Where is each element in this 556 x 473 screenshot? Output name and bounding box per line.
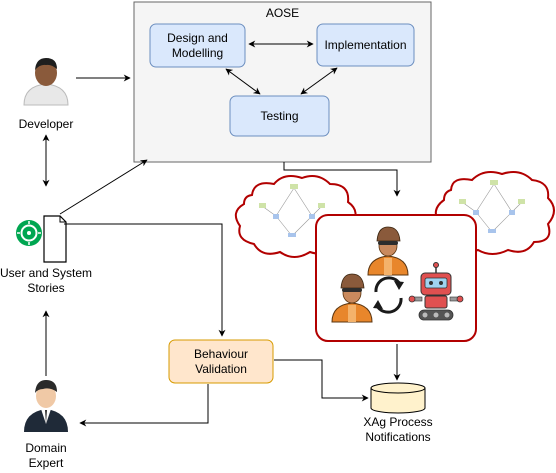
testing-label: Testing [260, 108, 299, 123]
arrow-implementation-testing [300, 67, 338, 95]
arrow-aose-agents [283, 162, 401, 197]
cycle-arrowhead-top [394, 281, 404, 290]
arrow-stories-aose [59, 159, 148, 215]
stories-label: User and System Stories [0, 266, 92, 296]
database-icon [370, 382, 426, 414]
worker-top-icon [367, 226, 409, 276]
notifications-line2: Notifications [365, 430, 431, 444]
design-label-line1: Design and [167, 30, 228, 45]
validation-label-line2: Validation [195, 361, 247, 376]
arrow-validation-expert [79, 384, 209, 427]
external-arrows [42, 74, 401, 427]
stories-label-line1: User and System [0, 266, 93, 280]
domain-expert-label: Domain Expert [6, 441, 86, 471]
businessman-icon [24, 380, 68, 432]
aose-title: AOSE [265, 6, 300, 20]
cycle-arrowhead-bottom [373, 300, 383, 309]
behaviour-validation-box [168, 339, 274, 384]
domain-expert-line2: Expert [28, 456, 64, 470]
human-robot-agents-icon [331, 226, 464, 323]
arrow-validation-database [274, 359, 369, 402]
developer-person-icon [23, 58, 69, 106]
worker-bottom-icon [331, 273, 373, 323]
cycle-arrows-icon [374, 276, 403, 314]
behaviour-validation-label: Behaviour Validation [169, 340, 273, 383]
arrow-design-testing [225, 68, 261, 95]
implementation-box [316, 23, 415, 67]
testing-box [229, 95, 330, 137]
arrow-stories-validation [64, 223, 226, 337]
validation-label-line1: Behaviour [193, 346, 249, 361]
design-modelling-box [149, 23, 246, 68]
design-modelling-label: Design and Modelling [150, 24, 245, 67]
implementation-label: Implementation [324, 37, 407, 52]
stories-label-line2: Stories [27, 281, 65, 295]
robot-icon [408, 262, 464, 321]
aose-internal-arrows [225, 40, 338, 95]
design-label-line2: Modelling [171, 45, 224, 60]
notifications-line1: XAg Process [363, 415, 433, 429]
developer-label: Developer [18, 117, 74, 131]
gherkin-document-icon [16, 215, 67, 263]
notifications-label: XAg Process Notifications [348, 415, 448, 445]
domain-expert-line1: Domain [25, 441, 67, 455]
